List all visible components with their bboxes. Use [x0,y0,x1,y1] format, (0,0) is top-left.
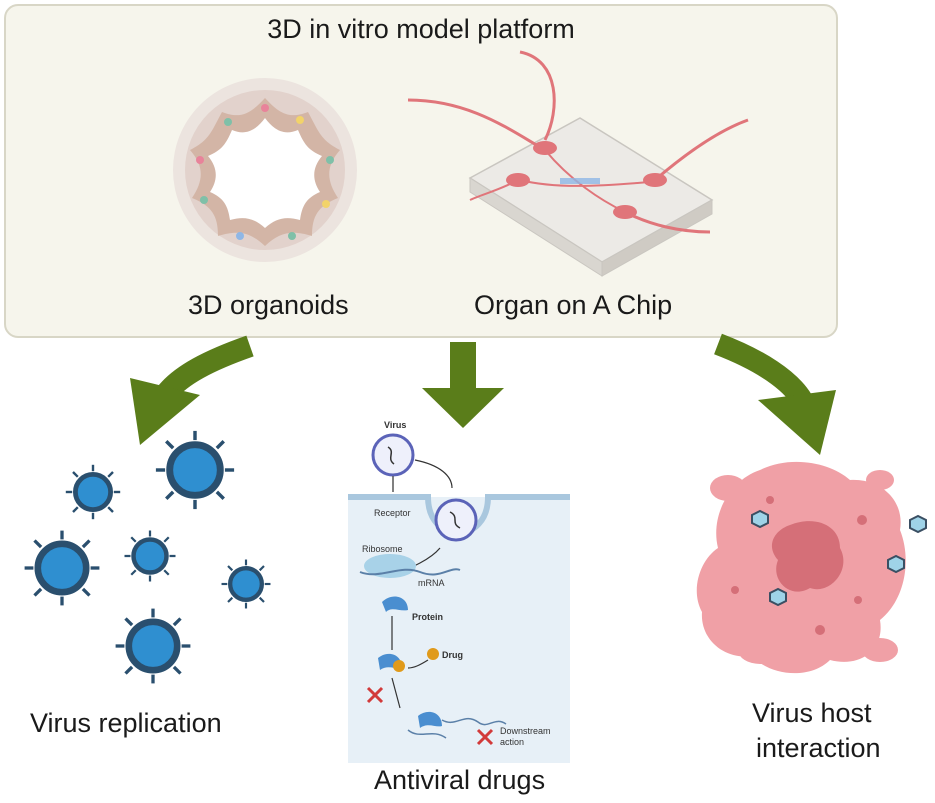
virus-icon [24,530,100,606]
host-cell-illustration [696,461,927,674]
virus-host-label-line1: Virus host [752,698,872,728]
blocked-icon [366,686,384,704]
virus-text: Virus [384,420,406,430]
drug-icon [427,648,439,660]
virus-icon [909,514,927,534]
downstream-text-line1: Downstream [500,726,551,736]
organ-chip-illustration [407,50,749,277]
protein-text: Protein [412,612,443,622]
antiviral-drugs-label: Antiviral drugs [374,765,546,795]
virus-icon [65,464,121,520]
nucleus [771,521,844,592]
ribosome-text: Ribosome [362,544,403,554]
antiviral-mechanism: Virus Receptor Ribosome mRNA Protein Dru… [348,420,570,763]
arrow-to-host [714,333,836,455]
arrow-to-antiviral [422,342,504,428]
organ-chip-label: Organ on A Chip [474,290,673,320]
virus-particle-icon [371,433,415,477]
endosome-icon [434,498,478,542]
platform-title: 3D in vitro model platform [267,14,575,44]
organoid-illustration [173,78,357,262]
virus-icon [751,509,769,529]
protein-icon [382,596,408,612]
virus-icon [155,430,235,510]
ribosome-icon [364,554,416,578]
virus-replication-label: Virus replication [30,708,222,738]
organoids-label: 3D organoids [188,290,349,320]
drug-text: Drug [442,650,463,660]
virus-icon [221,559,271,609]
virus-icon [887,554,905,574]
mrna-text: mRNA [418,578,445,588]
virus-group [24,430,271,684]
platform-panel [4,4,838,338]
downstream-text-line2: action [500,737,524,747]
drug-bound-icon [393,660,405,672]
arrow-to-replication [130,335,254,445]
virus-host-label-line2: interaction [756,733,881,763]
blocked-downstream-icon [476,728,494,746]
virus-icon [115,608,191,684]
receptor-text: Receptor [374,508,411,518]
virus-icon [769,587,787,607]
virus-icon [124,530,176,582]
